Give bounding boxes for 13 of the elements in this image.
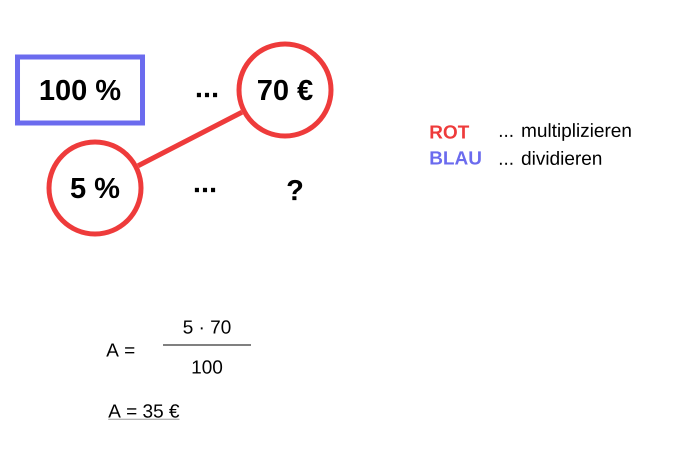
connector-line [136, 110, 244, 168]
question-mark: ? [287, 180, 302, 200]
formula-text: A = [106, 343, 134, 357]
legend-text: ... multiplizieren [500, 123, 631, 141]
legend-keyword: BLAU [430, 151, 481, 165]
formula-numerator: 5 · 70 [183, 320, 231, 334]
legend-text: ... dividieren [500, 151, 602, 165]
ellipsis: ... [196, 92, 218, 98]
result-text: A = 35 € [108, 404, 180, 420]
ellipsis: ... [194, 188, 216, 192]
formula-denominator: 100 [192, 360, 222, 374]
legend-keyword: ROT [430, 125, 470, 139]
percent-box: 100 % [15, 54, 145, 126]
